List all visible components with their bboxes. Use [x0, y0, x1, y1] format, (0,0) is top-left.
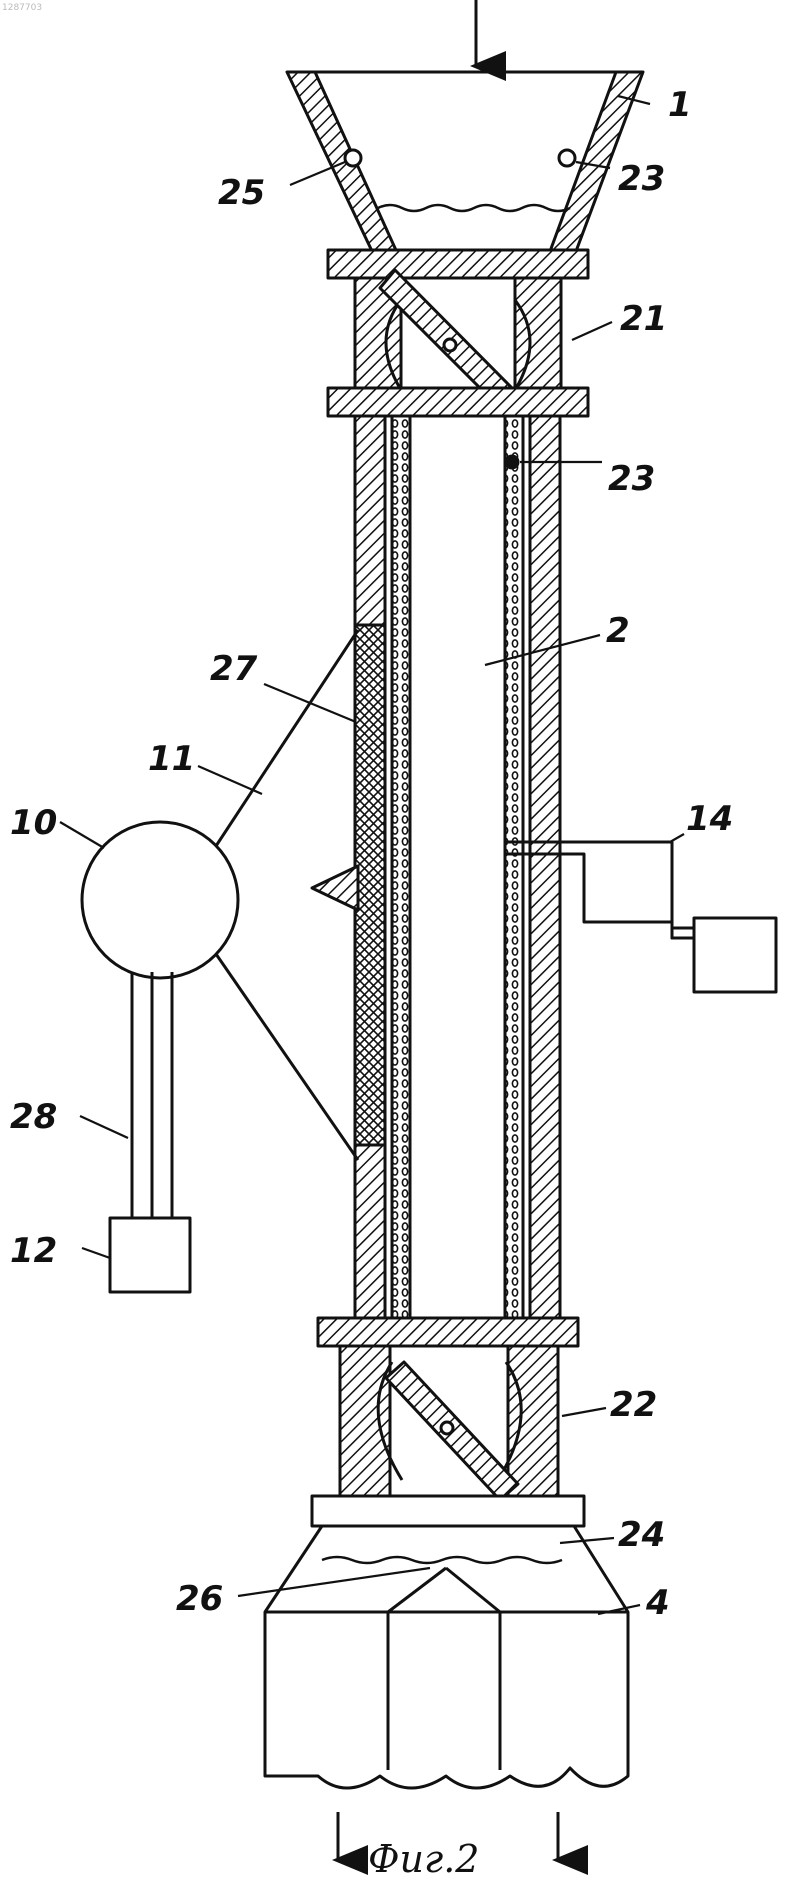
corner-mark: 1287703 [2, 3, 42, 13]
sensor-23-top [559, 150, 575, 166]
lower-valve [312, 1318, 584, 1552]
label-26: 26 [176, 1579, 223, 1619]
label-27: 27 [210, 649, 258, 689]
upper-valve [328, 250, 588, 416]
label-2: 2 [606, 611, 630, 651]
receiver [265, 1526, 628, 1860]
label-23-column: 23 [608, 459, 655, 499]
device-14 [694, 918, 776, 992]
label-22: 22 [610, 1385, 657, 1425]
label-25: 25 [218, 173, 265, 213]
generator-assembly [82, 630, 358, 1292]
label-24: 24 [618, 1515, 665, 1555]
column [312, 416, 560, 1320]
block-12 [110, 1218, 190, 1292]
label-1: 1 [668, 85, 692, 125]
label-10: 10 [10, 803, 57, 843]
label-28: 28 [10, 1097, 57, 1137]
sensor-23-column [506, 456, 518, 468]
label-12: 12 [10, 1231, 57, 1271]
label-4: 4 [645, 1583, 670, 1623]
label-14: 14 [686, 799, 733, 839]
figure-caption: Фиг.2 [368, 1837, 479, 1881]
generator-10 [82, 822, 238, 978]
sensor-25 [345, 150, 361, 166]
label-11: 11 [148, 739, 195, 779]
label-23-top: 23 [618, 159, 665, 199]
label-21: 21 [620, 299, 667, 339]
hopper [287, 72, 643, 270]
